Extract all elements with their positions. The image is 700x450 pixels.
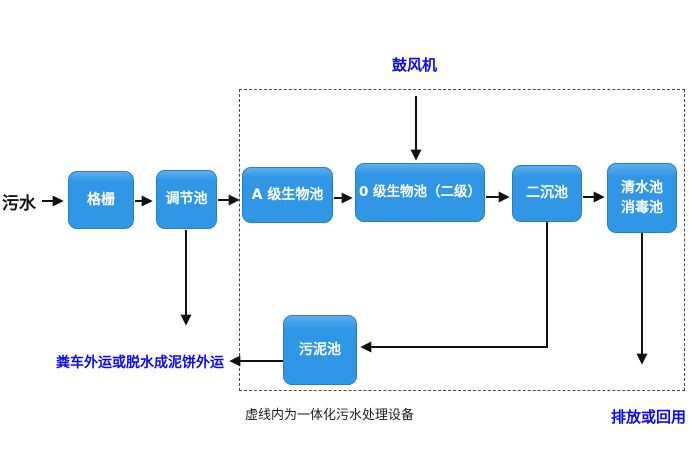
node-grid: 格栅 (68, 171, 134, 229)
node-a-bio-tank: A 级生物池 (242, 167, 333, 223)
node-secondary-clarifier: 二沉池 (512, 165, 582, 222)
node-sludge-tank: 污泥池 (283, 315, 357, 385)
node-regulating-tank-label: 调节池 (165, 191, 208, 208)
node-a-bio-tank-label: A 级生物池 (251, 186, 324, 203)
blower-label: 鼓风机 (392, 56, 438, 74)
node-sludge-tank-label: 污泥池 (299, 341, 341, 358)
boundary-note-label: 虚线内为一体化污水处理设备 (245, 408, 415, 423)
node-clear-water-disinfection-tank: 清水池 消毒池 (607, 163, 677, 233)
influent-label: 污水 (2, 194, 36, 214)
node-o-bio-tank: 0 级生物池（二级） (355, 163, 485, 222)
arrow-clarifier-to-sludge (360, 222, 548, 353)
integrated-equipment-boundary (239, 89, 685, 391)
node-grid-label: 格栅 (87, 191, 115, 208)
node-o-bio-tank-label: 0 级生物池（二级） (358, 183, 482, 200)
node-disinfection-label: 消毒池 (621, 200, 663, 216)
node-regulating-tank: 调节池 (156, 170, 217, 229)
sludge-disposal-label: 粪车外运或脱水成泥饼外运 (56, 355, 224, 371)
discharge-reuse-label: 排放或回用 (611, 408, 687, 426)
node-secondary-clarifier-label: 二沉池 (526, 185, 568, 202)
node-clear-water-label: 清水池 (621, 179, 663, 196)
